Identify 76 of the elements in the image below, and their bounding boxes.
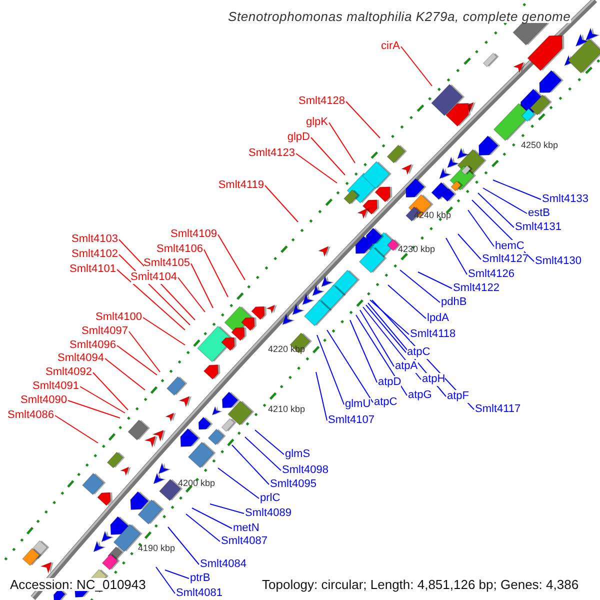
leader-line	[192, 508, 232, 529]
leader-line	[168, 526, 200, 565]
leader-line	[54, 415, 98, 444]
gene-label: atpH	[422, 373, 446, 386]
leader-line	[366, 304, 406, 353]
leader-line	[478, 192, 514, 228]
scale-label: 4230 kbp	[398, 244, 436, 254]
leader-line	[128, 331, 160, 372]
title: Stenotrophomonas maltophilia K279a, complete genome	[228, 10, 571, 23]
scale-label: 4200 kbp	[178, 478, 216, 488]
gene-label: atpC	[374, 396, 398, 409]
leader-line	[164, 570, 190, 579]
leader-line	[388, 284, 426, 319]
leader-line	[360, 310, 394, 367]
footer-text: Topology: circular; Length: 4,851,126 bp; Genes: 4,386	[262, 578, 579, 591]
leader-line	[316, 372, 328, 421]
gene-label: prlC	[260, 492, 280, 505]
leader-line	[446, 238, 468, 275]
scale-label: 4210 kbp	[268, 404, 306, 414]
footer-text: Accession: NC_010943	[10, 578, 146, 591]
gene-label: atpF	[447, 390, 470, 403]
scale-label: 4190 kbp	[138, 543, 176, 553]
leader-line	[186, 514, 220, 542]
leader-line	[362, 306, 422, 380]
leader-line	[142, 317, 186, 346]
leader-line	[232, 444, 270, 485]
leader-line	[156, 566, 176, 594]
leader-line	[458, 234, 482, 260]
leader-line	[368, 302, 446, 397]
gene-label: atpC	[407, 346, 430, 359]
leader-line	[326, 330, 374, 403]
leader-line	[372, 300, 474, 410]
leader-line	[204, 249, 228, 298]
leader-line	[400, 270, 440, 303]
leader-line	[356, 314, 408, 396]
gene-label: Smlt4118	[410, 328, 456, 341]
leader-line	[350, 320, 378, 383]
leader-line	[80, 386, 126, 414]
leader-line	[178, 277, 206, 312]
gene-label: atpG	[408, 389, 432, 402]
leader-line	[68, 400, 120, 418]
leader-line	[482, 188, 528, 214]
leader-line	[296, 153, 338, 184]
leader-line	[254, 430, 284, 455]
gene-label: Smlt4104	[130, 271, 177, 284]
gene-label: glmU	[345, 398, 371, 411]
gene-label: Smlt4105	[144, 257, 190, 270]
leader-line	[244, 436, 282, 471]
leader-line	[400, 46, 432, 86]
gene-label: pdhB	[441, 296, 467, 309]
gene-label: ptrB	[190, 572, 210, 585]
leader-line	[310, 137, 346, 176]
gene-label: glpK	[306, 116, 328, 129]
gene-label: glpD	[287, 131, 310, 144]
gene-label: atpA	[395, 360, 418, 373]
leader-line	[264, 185, 298, 222]
leader-line	[92, 372, 128, 410]
leader-line	[418, 272, 452, 289]
gene-label: atpD	[378, 376, 402, 389]
leader-line	[346, 101, 380, 138]
leader-line	[190, 263, 214, 308]
leader-line	[370, 300, 410, 335]
gene-label: hemC	[495, 240, 524, 253]
leader-line	[468, 210, 494, 247]
leader-line	[218, 468, 260, 499]
leader-line	[328, 122, 356, 164]
scale-label: 4250 kbp	[521, 140, 558, 150]
leader-line	[218, 234, 246, 280]
leader-line	[316, 334, 344, 405]
leader-line	[116, 269, 186, 330]
gene-label: glmS	[285, 448, 310, 461]
leader-line	[116, 345, 158, 376]
leader-line	[492, 180, 542, 200]
leader-line	[104, 358, 146, 390]
gene-label: lpdA	[427, 312, 450, 325]
leader-line	[210, 504, 244, 514]
